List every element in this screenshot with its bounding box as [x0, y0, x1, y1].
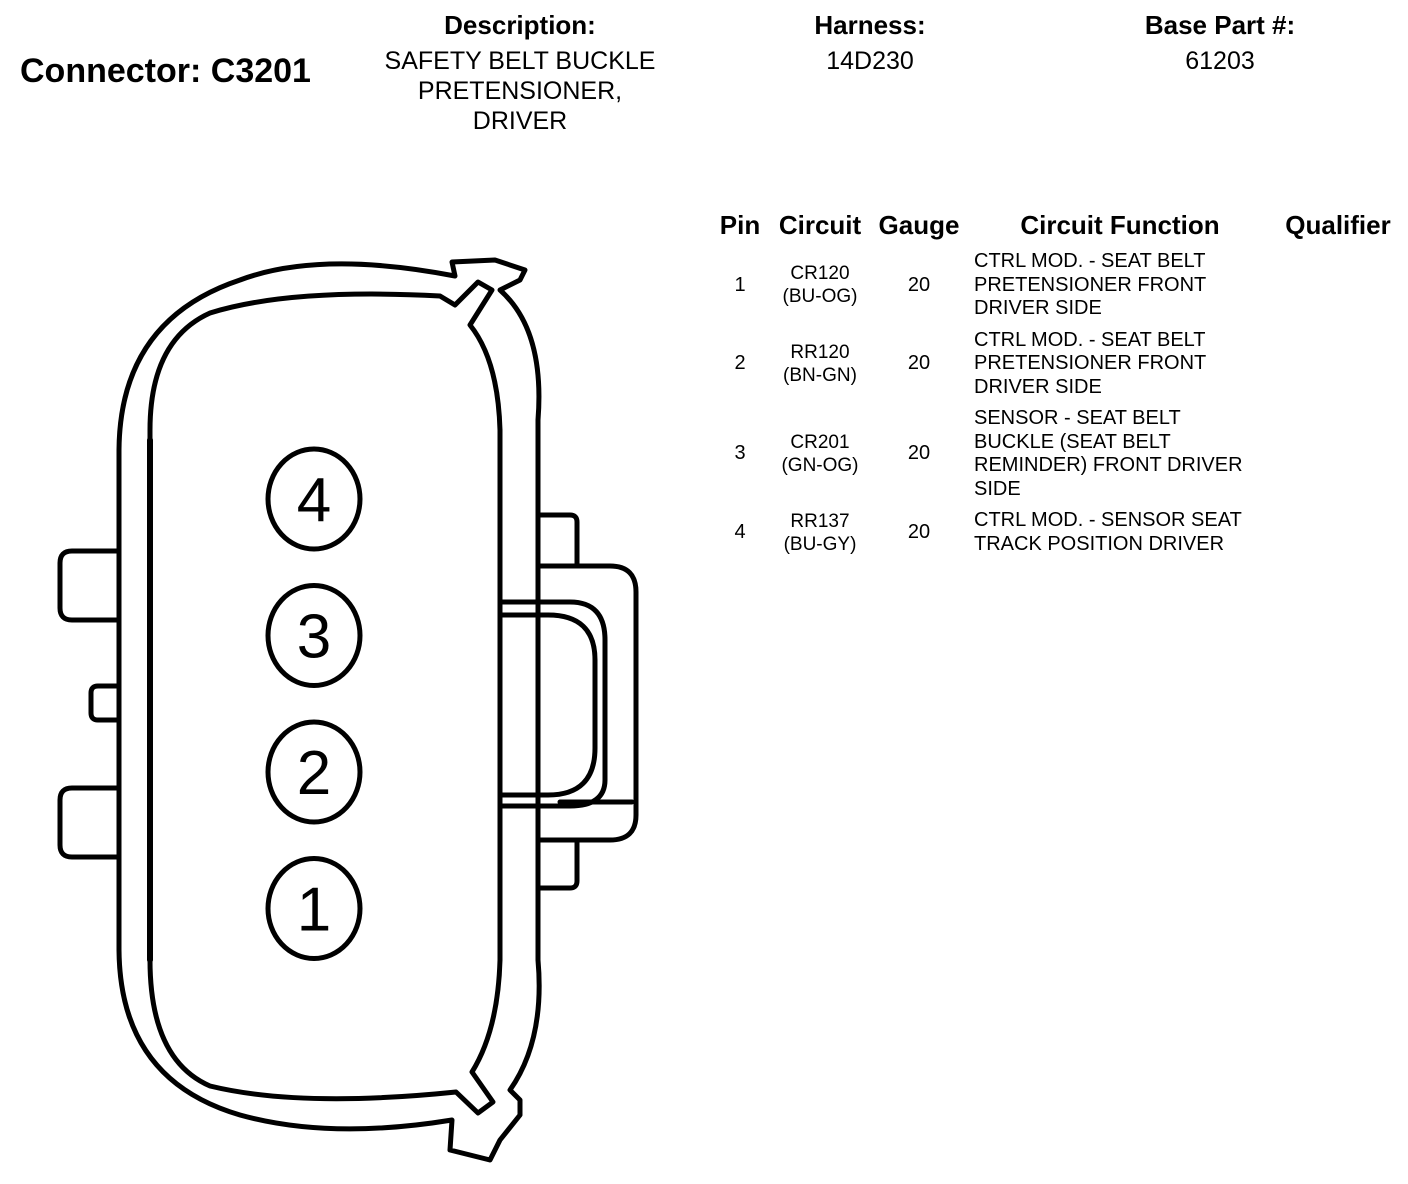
- circuit-function-line: REMINDER) FRONT DRIVER: [974, 454, 1243, 476]
- pin-table-header-row: Pin Circuit Gauge Circuit Function Quali…: [712, 208, 1402, 246]
- right-lock-frame: [535, 563, 639, 843]
- connector-title: Connector: C3201: [20, 52, 311, 90]
- column-header-circuit: Circuit: [778, 210, 862, 240]
- pin-table: Pin Circuit Gauge Circuit Function Quali…: [712, 208, 1402, 560]
- circuit-function-line: TRACK POSITION DRIVER: [974, 532, 1225, 555]
- column-header-pin: Pin: [719, 210, 761, 240]
- pin-cavity-2: 2: [265, 719, 363, 825]
- harness-column: Harness: 14D230: [770, 10, 970, 77]
- right-lower-lock-tab: [535, 837, 580, 891]
- qualifier-cell: [1274, 403, 1402, 505]
- circuit-id: CR201: [790, 432, 850, 453]
- circuit-function-line: PRETENSIONER FRONT: [974, 352, 1207, 374]
- pin-cavity-number: 1: [297, 876, 331, 945]
- circuit-function-line: PRETENSIONER FRONT: [974, 273, 1207, 296]
- base-part-column: Base Part #: 61203: [1120, 10, 1320, 77]
- pin-cavity-number: 4: [297, 466, 331, 535]
- pin-number-cell: 1: [734, 273, 746, 296]
- description-line: DRIVER: [472, 107, 568, 135]
- pin-cavity-1: 1: [265, 856, 363, 961]
- pin-number-cell: 4: [734, 520, 746, 543]
- base-part-heading: Base Part #:: [1144, 10, 1296, 40]
- circuit-function-line: DRIVER SIDE: [974, 297, 1102, 319]
- circuit-id: RR137: [790, 510, 850, 532]
- outer-housing: [116, 257, 542, 1163]
- harness-heading: Harness:: [814, 10, 926, 40]
- column-header-gauge: Gauge: [878, 210, 960, 240]
- pin-cavity-3: 3: [265, 583, 363, 688]
- pin-cavity-outline: [265, 856, 363, 961]
- circuit-id: RR120: [790, 341, 850, 363]
- gauge-cell: 20: [907, 273, 931, 296]
- left-upper-latch: [57, 548, 121, 623]
- circuit-function-line: CTRL MOD. - SEAT BELT: [974, 328, 1206, 351]
- gauge-cell: 20: [907, 352, 931, 374]
- qualifier-cell: [1274, 246, 1402, 325]
- circuit-cell: RR137(BU-GY): [768, 505, 872, 560]
- column-header-qualifier: Qualifier: [1285, 210, 1391, 240]
- pin-number-cell: 3: [734, 442, 746, 465]
- circuit-id: CR120: [790, 263, 850, 285]
- circuit-function-line: CTRL MOD. - SENSOR SEAT: [974, 509, 1242, 531]
- harness-value: 14D230: [826, 47, 914, 75]
- base-part-value: 61203: [1185, 47, 1255, 75]
- right-upper-lock-tab: [535, 512, 580, 569]
- gauge-cell: 20: [907, 442, 931, 465]
- description-column: Description: SAFETY BELT BUCKLE PRETENSI…: [340, 10, 700, 136]
- pin-cavity-outline: [265, 719, 363, 825]
- circuit-wire-color: (BU-OG): [782, 286, 858, 308]
- pin-cavity-number: 3: [297, 603, 331, 672]
- qualifier-cell: [1274, 505, 1402, 560]
- circuit-wire-color: (BU-GY): [783, 533, 857, 555]
- circuit-function-line: SIDE: [974, 477, 1021, 500]
- left-lower-latch: [57, 785, 121, 860]
- qualifier-cell: [1274, 325, 1402, 404]
- circuit-cell: RR120(BN-GN): [768, 325, 872, 404]
- gauge-cell: 20: [907, 520, 931, 543]
- pin-cavity-number: 2: [297, 739, 331, 808]
- description-line: PRETENSIONER,: [417, 77, 623, 105]
- pin-cavity-outline: [265, 583, 363, 688]
- circuit-function-line: DRIVER SIDE: [974, 375, 1102, 398]
- circuit-wire-color: (GN-OG): [781, 455, 859, 476]
- circuit-cell: CR120(BU-OG): [768, 246, 872, 325]
- description-line: SAFETY BELT BUCKLE: [384, 47, 656, 75]
- circuit-function-line: BUCKLE (SEAT BELT: [974, 430, 1171, 453]
- pin-number-cell: 2: [734, 352, 746, 374]
- circuit-wire-color: (BN-GN): [783, 364, 857, 386]
- pin-cavity-outline: [265, 446, 363, 552]
- connector-face-diagram: 4 3 2 1: [57, 257, 639, 1163]
- description-value: SAFETY BELT BUCKLE PRETENSIONER, DRIVER: [340, 46, 700, 136]
- left-small-tab: [88, 683, 121, 723]
- column-header-circuit-function: Circuit Function: [1020, 210, 1220, 240]
- right-lock-slot: [497, 612, 598, 798]
- pin-cavities: 4 3 2 1: [265, 446, 363, 961]
- circuit-cell: CR201(GN-OG): [768, 403, 872, 505]
- description-heading: Description:: [444, 10, 596, 40]
- circuit-function-line: CTRL MOD. - SEAT BELT: [974, 250, 1206, 272]
- pin-cavity-4: 4: [265, 446, 363, 552]
- inner-boundary: [147, 279, 503, 1116]
- circuit-function-line: SENSOR - SEAT BELT: [974, 407, 1181, 429]
